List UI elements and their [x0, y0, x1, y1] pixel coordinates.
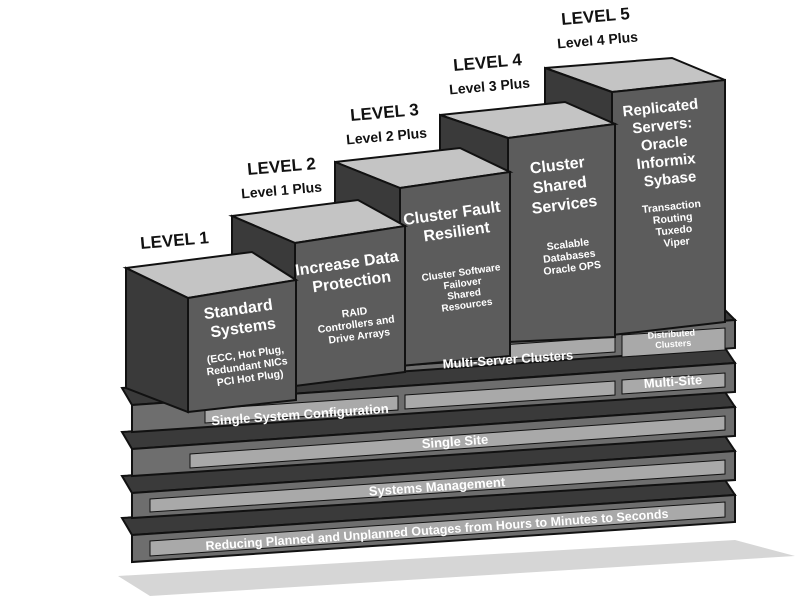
level-1-heading: LEVEL 1	[139, 228, 209, 253]
level-4-details: Scalable Databases Oracle OPS	[540, 235, 602, 278]
distributed-clusters-label: Distributed Clusters	[647, 327, 698, 350]
level-4-heading: LEVEL 4	[452, 50, 523, 75]
level-5-details: Transaction Routing Tuxedo Viper	[642, 198, 709, 252]
multi-site-label: Multi-Site	[643, 372, 702, 391]
level-2-heading: LEVEL 2	[246, 154, 316, 179]
base-band-outages	[120, 478, 737, 564]
level-5-subheading: Level 4 Plus	[557, 29, 639, 52]
base-band-single-site	[120, 390, 737, 478]
single-site-label: Single Site	[421, 432, 488, 452]
level-5-heading: LEVEL 5	[560, 4, 630, 29]
level-5-title: Replicated Servers: Oracle Informix Syba…	[622, 95, 711, 192]
level-3-details: Cluster Software Failover Shared Resourc…	[421, 262, 509, 317]
level-2-subheading: Level 1 Plus	[241, 179, 323, 202]
level-4-subheading: Level 3 Plus	[449, 75, 531, 98]
level-1-box	[122, 250, 299, 414]
level-3-subheading: Level 2 Plus	[346, 125, 428, 148]
diagram-shadow	[118, 540, 795, 596]
level-3-heading: LEVEL 3	[349, 100, 419, 125]
base-band-systems-management	[120, 434, 737, 520]
level-4-title: Cluster Shared Services	[526, 153, 598, 218]
